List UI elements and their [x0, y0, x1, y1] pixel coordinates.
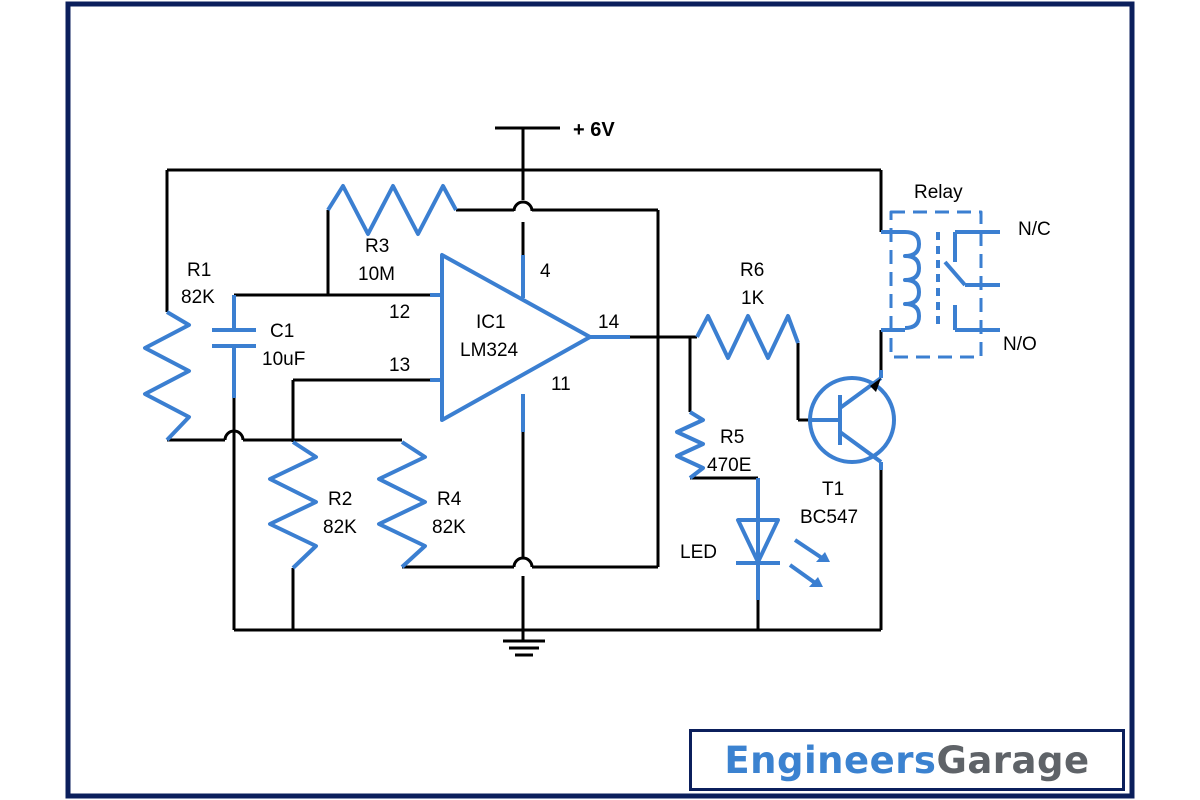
emitter-arrow-icon — [870, 378, 881, 392]
c1-name: C1 — [270, 321, 294, 342]
r3-name: R3 — [365, 236, 389, 257]
diagram-border — [65, 1, 1135, 799]
ic-name: IC1 — [476, 312, 506, 333]
r5-value: 470E — [707, 455, 751, 476]
r2-value: 82K — [323, 517, 357, 538]
ground-icon — [503, 639, 545, 657]
r1-name: R1 — [187, 260, 211, 281]
led-label: LED — [680, 542, 717, 563]
components — [143, 184, 1000, 600]
light-arrow-icon — [809, 577, 823, 587]
supply-label: + 6V — [573, 119, 615, 141]
logo-part-2: Garage — [936, 738, 1090, 782]
relay-label: Relay — [914, 182, 963, 203]
r5-resistor — [675, 410, 705, 480]
logo-part-1: Engineers — [724, 738, 937, 782]
r4-name: R4 — [437, 489, 462, 510]
c1-capacitor — [212, 295, 256, 398]
r2-resistor — [268, 440, 318, 570]
pin-12: 12 — [389, 302, 410, 323]
r4-resistor — [377, 440, 427, 569]
r6-value: 1K — [741, 288, 765, 309]
pin-4: 4 — [540, 261, 551, 282]
engineers-garage-logo: EngineersGarage — [689, 729, 1125, 791]
r3-value: 10M — [358, 264, 395, 285]
pin-14: 14 — [598, 312, 620, 333]
wires — [165, 126, 883, 640]
ic-part: LM324 — [460, 340, 519, 361]
t1-part: BC547 — [800, 507, 858, 528]
pin-13: 13 — [389, 355, 410, 376]
t1-transistor — [808, 370, 896, 470]
r6-name: R6 — [740, 260, 764, 281]
led-diode — [736, 478, 827, 600]
op-amp-triangle — [430, 253, 630, 432]
relay-no-label: N/O — [1003, 334, 1037, 355]
r4-value: 82K — [432, 517, 466, 538]
c1-value: 10uF — [262, 349, 305, 370]
pin-11: 11 — [551, 374, 571, 395]
r5-name: R5 — [720, 427, 744, 448]
r1-value: 82K — [181, 287, 215, 308]
r2-name: R2 — [328, 489, 352, 510]
r3-resistor — [326, 184, 458, 236]
relay-switch — [881, 210, 1000, 359]
r6-resistor — [695, 314, 800, 360]
relay-nc-label: N/C — [1018, 219, 1051, 240]
t1-name: T1 — [822, 479, 844, 500]
r1-resistor — [143, 310, 191, 442]
light-arrow-icon — [816, 552, 830, 562]
